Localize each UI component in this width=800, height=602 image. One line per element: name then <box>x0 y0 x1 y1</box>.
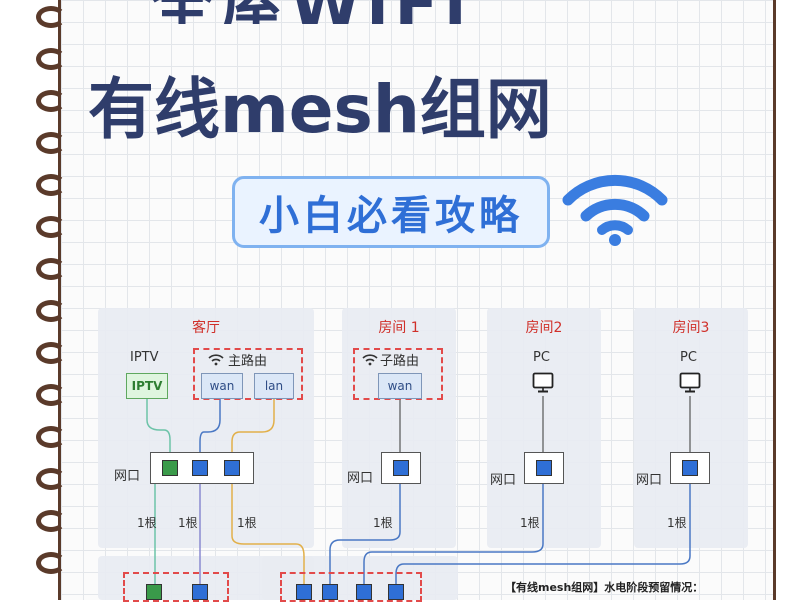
jack-port <box>162 460 178 476</box>
room3-device-label: PC <box>680 350 697 365</box>
note-text: 【有线mesh组网】水电阶段预留情况： <box>505 581 704 594</box>
spiral-ring <box>36 300 66 322</box>
cable-count: 1根 <box>137 516 157 530</box>
room-panel-3 <box>634 308 748 548</box>
spiral-ring <box>36 552 66 574</box>
wifi-icon <box>562 174 668 246</box>
spiral-ring <box>36 258 66 280</box>
room-label-3: 房间3 <box>672 320 710 336</box>
subtitle-pill: 小白必看攻略 <box>232 176 550 248</box>
iptv-label: IPTV <box>130 350 159 365</box>
distribution-port <box>146 584 162 600</box>
spiral-ring <box>36 384 66 406</box>
room-panel-1 <box>342 308 456 548</box>
spiral-ring <box>36 90 66 112</box>
room-label-living: 客厅 <box>192 320 220 336</box>
sub-router-wan: wan <box>378 373 422 399</box>
cable-count: 1根 <box>667 516 687 530</box>
room3-jack-label: 网口 <box>636 473 663 488</box>
distribution-group-left <box>123 572 229 602</box>
spiral-ring <box>36 216 66 238</box>
room-panel-2 <box>487 308 601 548</box>
sub-router-label: 子路由 <box>380 354 420 369</box>
main-router-group <box>193 348 303 400</box>
distribution-port <box>388 584 404 600</box>
spiral-ring <box>36 48 66 70</box>
room2-jack-label: 网口 <box>490 473 517 488</box>
spiral-ring <box>36 6 66 28</box>
room-label-1: 房间 1 <box>378 320 420 336</box>
spiral-ring <box>36 342 66 364</box>
spiral-ring <box>36 132 66 154</box>
living-jack-label: 网口 <box>114 469 141 484</box>
room-panel-living <box>98 308 314 548</box>
jack-port <box>682 460 698 476</box>
spiral-ring <box>36 510 66 532</box>
jack-port <box>393 460 409 476</box>
jack-port <box>192 460 208 476</box>
distribution-port <box>296 584 312 600</box>
monitor-icon <box>679 372 701 393</box>
cable-count: 1根 <box>237 516 257 530</box>
room-label-2: 房间2 <box>525 320 563 336</box>
cable-count: 1根 <box>520 516 540 530</box>
distribution-port <box>192 584 208 600</box>
iptv-device: IPTV <box>126 373 168 399</box>
cable-count: 1根 <box>178 516 198 530</box>
room1-jack-label: 网口 <box>347 471 374 486</box>
distribution-port <box>356 584 372 600</box>
page-title: 有线mesh组网 <box>88 71 552 148</box>
cable-count: 1根 <box>373 516 393 530</box>
monitor-icon <box>532 372 554 393</box>
title-top: 全屋WiFi <box>150 0 710 24</box>
spiral-ring <box>36 426 66 448</box>
main-router-lan: lan <box>254 373 294 399</box>
router-wifi-icon <box>208 354 224 366</box>
distribution-port <box>322 584 338 600</box>
subtitle-text: 小白必看攻略 <box>259 193 523 239</box>
room2-device-label: PC <box>533 350 550 365</box>
main-router-label: 主路由 <box>228 354 268 369</box>
spiral-ring <box>36 468 66 490</box>
sub-router-group <box>353 348 443 400</box>
jack-port <box>536 460 552 476</box>
sub-router-wifi-icon <box>362 354 378 366</box>
spiral-ring <box>36 174 66 196</box>
main-router-wan: wan <box>201 373 243 399</box>
jack-port <box>224 460 240 476</box>
